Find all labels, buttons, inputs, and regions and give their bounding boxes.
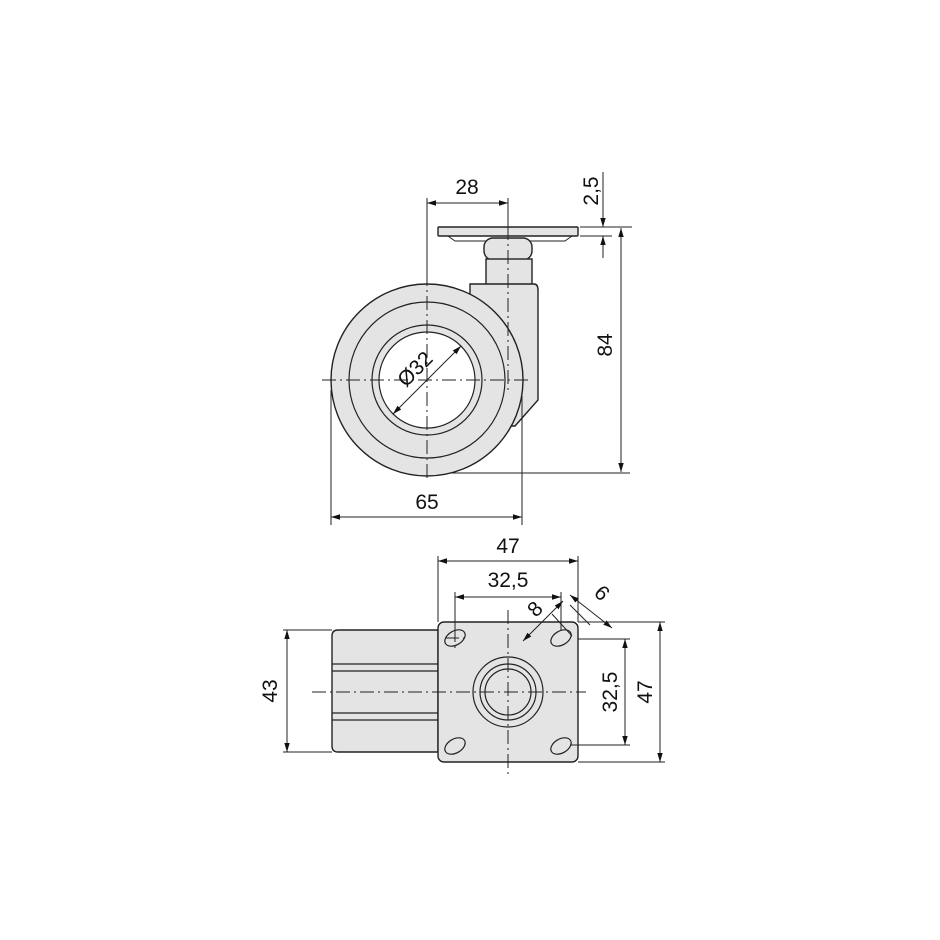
mounting-hole	[550, 737, 572, 755]
mounting-hole	[444, 629, 466, 647]
dim-wheel-width: 43	[259, 679, 282, 702]
dim-plate-thickness: 2,5	[580, 176, 603, 205]
dim-line-hub	[392, 345, 462, 415]
dim-wheel-diameter: 65	[415, 491, 438, 514]
dim-slot-length: 8	[523, 597, 548, 622]
wheel-side	[331, 629, 439, 753]
bottom-view: 47 32,5 8 6 43 32,5 47	[259, 535, 665, 776]
dim-plate-height: 47	[634, 680, 657, 703]
side-view: 28 2,5 84 65 Ø32	[322, 172, 632, 525]
mounting-hole	[444, 737, 466, 755]
dim-hole-spacing-y: 32,5	[599, 672, 622, 713]
wheel-grooves	[332, 663, 438, 721]
stem	[485, 258, 533, 288]
dim-offset-width: 28	[455, 176, 478, 199]
dim-line-8	[522, 600, 564, 642]
hub-outer-ring	[472, 656, 544, 728]
dim-hole-spacing-x: 32,5	[488, 569, 529, 592]
ext-line	[551, 613, 573, 637]
dim-total-height: 84	[594, 333, 617, 357]
dim-slot-width: 6	[589, 581, 614, 606]
dim-plate-width: 47	[496, 535, 519, 558]
